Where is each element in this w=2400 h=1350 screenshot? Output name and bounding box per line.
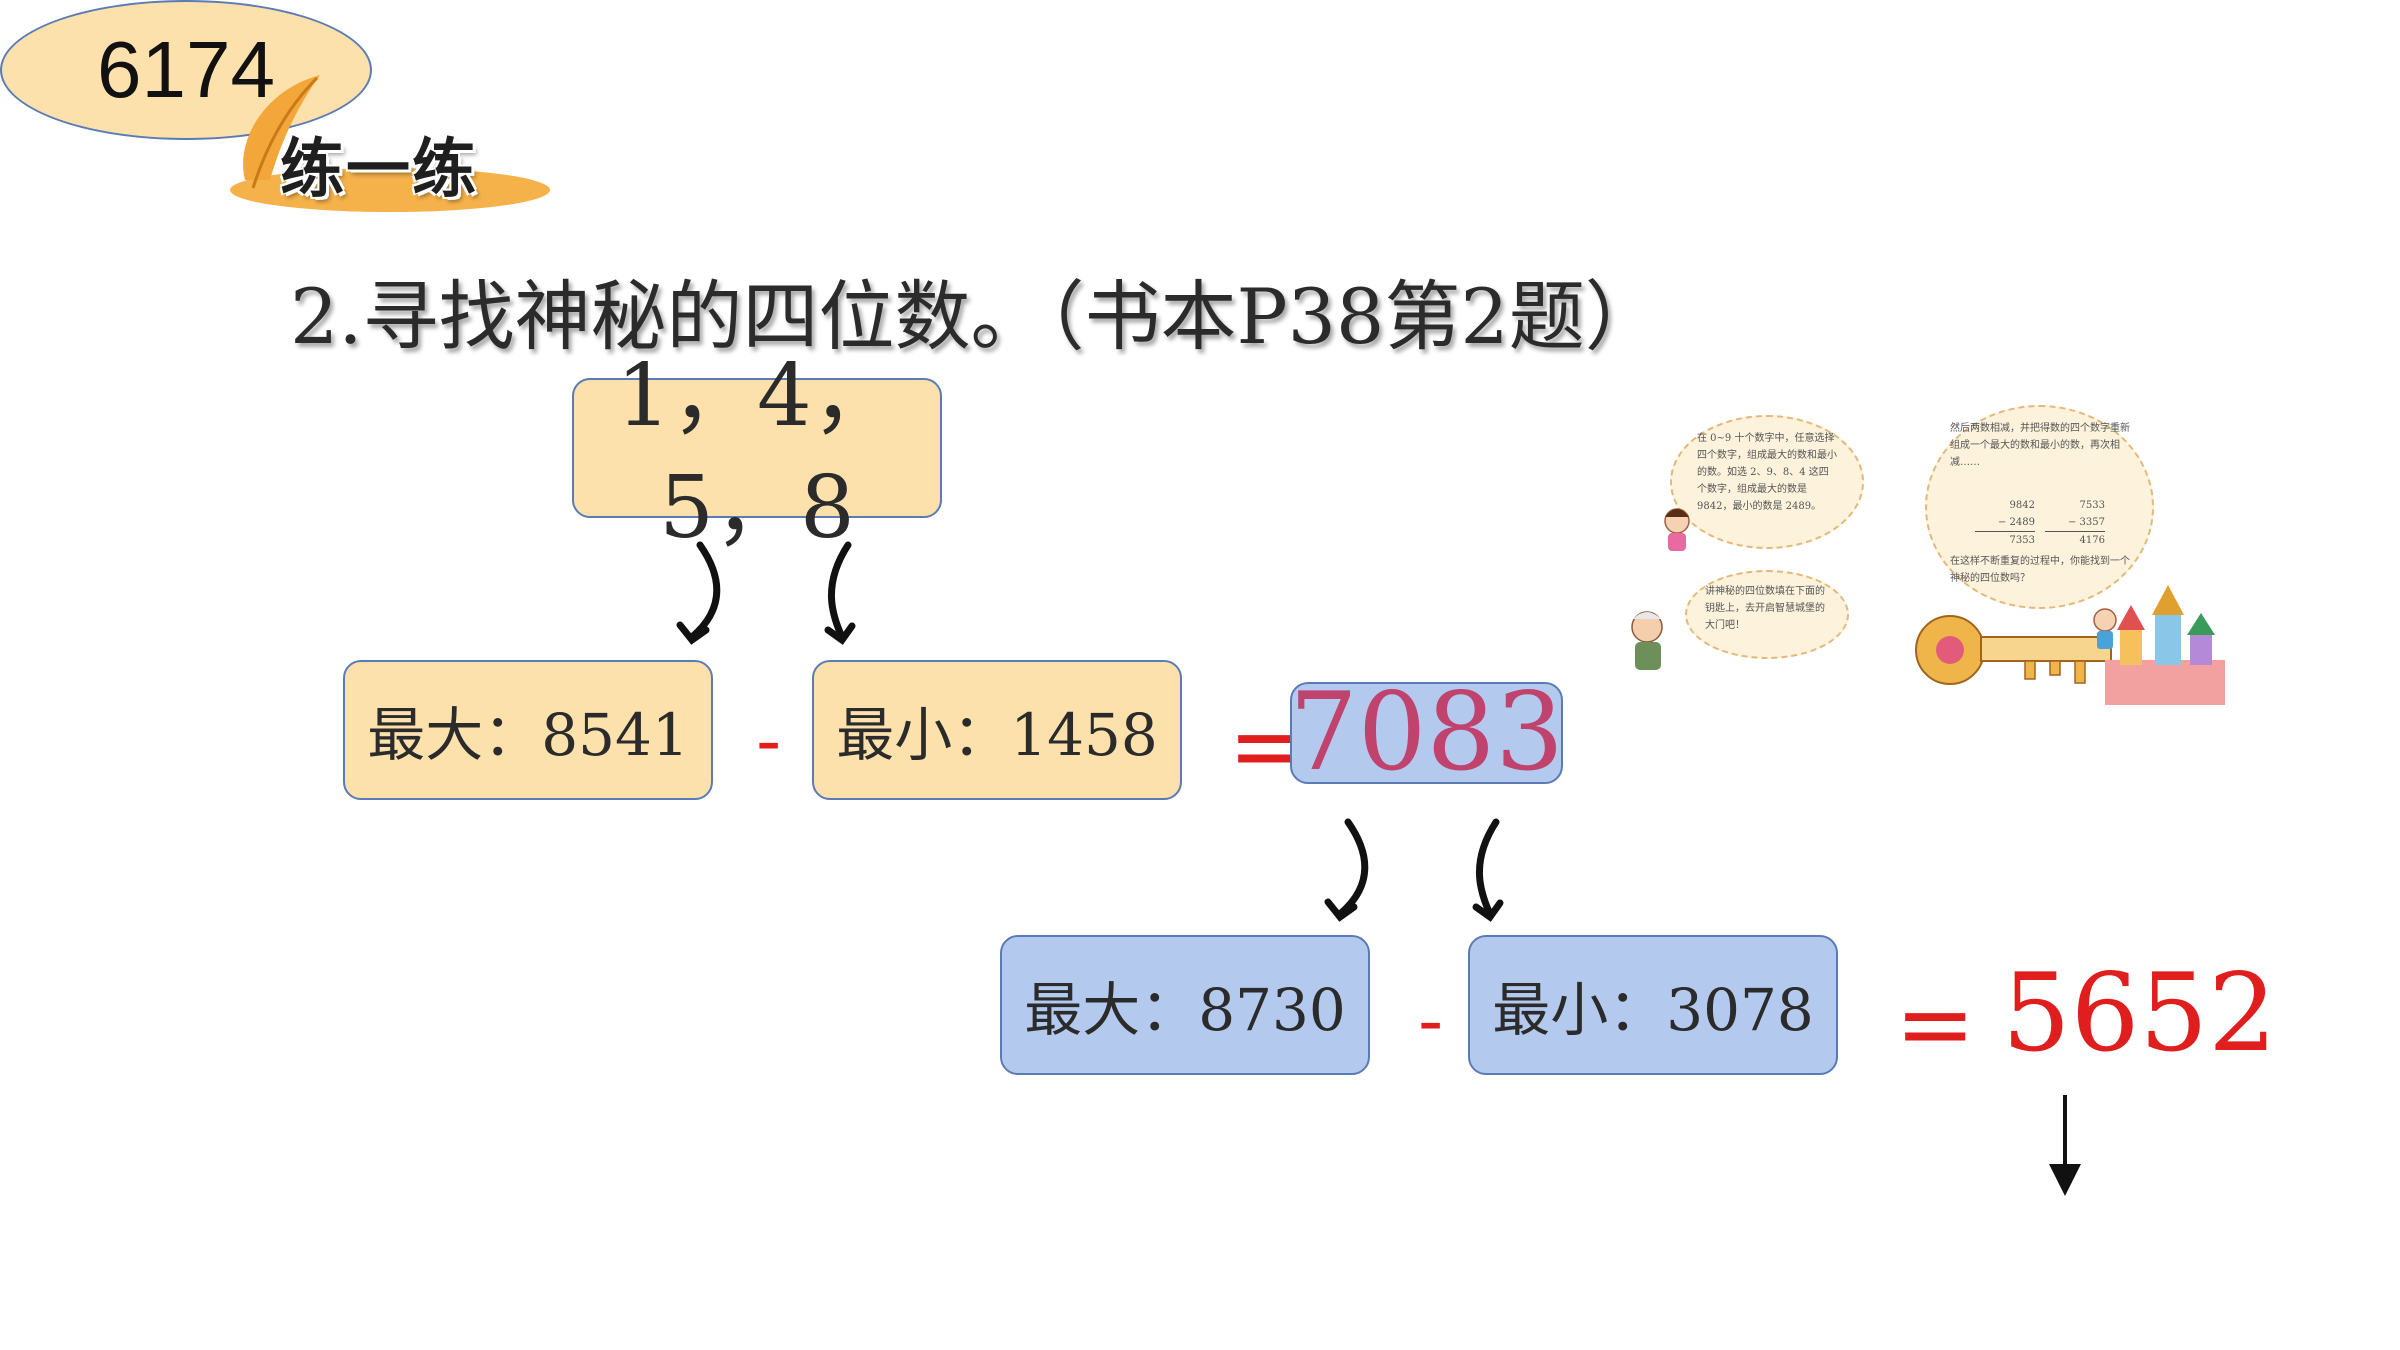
digits-box bbox=[572, 378, 942, 518]
result-step1: 7083 bbox=[1289, 670, 1564, 795]
result-step2: 5652 bbox=[2002, 951, 2277, 1076]
illustration-art bbox=[1631, 508, 2225, 705]
boy-icon bbox=[2093, 608, 2117, 649]
curved-arrow-icon bbox=[1336, 818, 1369, 918]
min-text-step2: 最小：3078 bbox=[1492, 976, 1814, 1044]
min-text-step1: 最小：1458 bbox=[836, 701, 1158, 769]
min-box-step2: 最小：3078 bbox=[1468, 935, 1838, 1075]
badge-ellipse bbox=[230, 168, 550, 212]
digits-text: 1，4，5，8 bbox=[616, 346, 898, 558]
feather-icon bbox=[243, 75, 320, 180]
bubble-3-text: 讲神秘的四位数填在下面的钥匙上，去开启智慧城堡的大门吧！ bbox=[1705, 586, 1825, 631]
max-text-step1: 最大：8541 bbox=[367, 701, 689, 769]
min-box-step1: 最小：1458 bbox=[812, 660, 1182, 800]
result-box-step1: 7083 bbox=[1289, 670, 1564, 795]
curved-arrow-icon bbox=[1475, 818, 1500, 918]
bubble-1-text: 在 0~9 十个数字中，任意选择四个数字，组成最大的数和最小的数。如选 2、9、… bbox=[1697, 433, 1837, 512]
question-title: 2.寻找神秘的四位数。（书本P38第2题） bbox=[290, 272, 1661, 361]
badge-label: 练一练 bbox=[280, 133, 478, 207]
speech-bubble-1 bbox=[1670, 415, 1864, 549]
equals-sign-step2: = bbox=[1895, 968, 1976, 1080]
final-answer-ellipse: 6174 bbox=[0, 0, 372, 140]
max-box-step2: 最大：8730 bbox=[1000, 935, 1370, 1075]
textbook-illustration: 在 0~9 十个数字中，任意选择四个数字，组成最大的数和最小的数。如选 2、9、… bbox=[1605, 405, 2225, 710]
castle-icon bbox=[2105, 585, 2225, 705]
girl-icon bbox=[1664, 508, 1690, 551]
bubble-2-end-text: 在这样不断重复的过程中，你能找到一个神秘的四位数吗？ bbox=[1950, 556, 2130, 584]
speech-bubble-2 bbox=[1925, 405, 2154, 609]
bubble-2-text: 然后两数相减，并把得数的四个数字重新组成一个最大的数和最小的数，再次相减…… bbox=[1950, 423, 2130, 468]
speech-bubble-3 bbox=[1685, 570, 1849, 659]
max-text-step2: 最大：8730 bbox=[1024, 976, 1346, 1044]
minus-sign-step2: - bbox=[1418, 980, 1444, 1062]
minus-sign-step1: - bbox=[756, 700, 782, 782]
old-man-icon bbox=[1631, 611, 1663, 670]
max-box-step1: 最大：8541 bbox=[343, 660, 713, 800]
section-badge bbox=[230, 75, 550, 212]
final-answer: 6174 bbox=[97, 25, 275, 114]
key-icon bbox=[1915, 615, 2112, 685]
